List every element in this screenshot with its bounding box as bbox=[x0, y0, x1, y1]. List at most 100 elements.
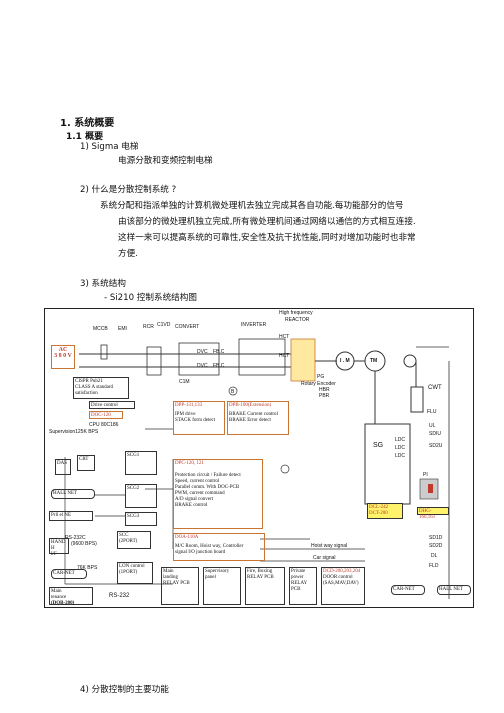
car-net-right-label: CAR-NET bbox=[393, 587, 415, 592]
cpu-label: CPU 80C186 bbox=[89, 422, 119, 428]
lon-label: LON control bbox=[119, 564, 145, 569]
dpp-label: DPP-131,133 bbox=[175, 403, 203, 408]
door-control-box: DCD-200,203,204 DOOR control (SAS,MAV,DA… bbox=[321, 567, 365, 605]
scc-box: SCC (2PORT) bbox=[117, 531, 151, 549]
stack-label: STACK form detect bbox=[175, 418, 216, 423]
scc-label: SCC bbox=[119, 533, 129, 538]
cispr-line-3: satisfaction bbox=[75, 391, 98, 396]
ldc-1-label: LDC bbox=[395, 437, 406, 443]
cispr-line-1: CISPR Pub21 bbox=[75, 379, 103, 384]
supervisory-line-1: Supervisory bbox=[205, 569, 230, 574]
drive-control-box: Drive control bbox=[89, 401, 135, 409]
ldc-3-label: LDC bbox=[395, 453, 406, 459]
door-type-label: (SAS,MAV,DAV) bbox=[323, 581, 359, 586]
scg3-box: SCG3 bbox=[125, 512, 157, 526]
maintenance-line-2: tenance bbox=[51, 595, 67, 600]
doc-label: DOC-120 bbox=[91, 413, 111, 418]
car-net-left-label: CAR-NET bbox=[53, 571, 75, 576]
rotary-encoder-label: Rotary Encoder bbox=[301, 381, 336, 387]
doa-box: DOA-110A M/C Room, Hoist way, Controller… bbox=[173, 533, 265, 561]
doa-line-1: M/C Room, Hoist way, Controller bbox=[175, 544, 244, 549]
sg-label: SG bbox=[373, 442, 384, 449]
brake-error-label: BRAKE Error detect bbox=[229, 418, 271, 423]
cispr-box: CISPR Pub21 CLASS A standard satisfactio… bbox=[73, 377, 129, 399]
rs232-label: RS-232 bbox=[109, 593, 130, 599]
dpc-function-6: BRAKE control bbox=[175, 503, 208, 508]
flu-label: FLU bbox=[427, 409, 437, 415]
c1m-label: C1M bbox=[179, 379, 190, 385]
hct-2-label: HCT bbox=[279, 353, 290, 359]
doc-box: DOC-120 bbox=[89, 411, 123, 419]
private-line-2: power bbox=[291, 575, 304, 580]
drive-control-label: Drive control bbox=[91, 403, 118, 408]
cwt-label: CWT bbox=[428, 385, 442, 391]
lon-port-label: (1PORT) bbox=[119, 570, 138, 575]
dpb-label: DPB-100(Extension) bbox=[229, 403, 272, 408]
dcd-label: DCD-200,203,204 bbox=[323, 569, 361, 574]
item-2-label: 2) 什么是分散控制系统 ? bbox=[80, 185, 177, 195]
hand-label: HAND H bbox=[51, 540, 66, 551]
brake-control-label: BRAKE Current control bbox=[229, 412, 278, 417]
doa-label: DOA-110A bbox=[175, 535, 199, 540]
cispr-line-2: CLASS A standard bbox=[75, 385, 114, 390]
car-signal-label: Car signal bbox=[313, 555, 336, 561]
dpb-box: DPB-100(Extension) BRAKE Current control… bbox=[227, 401, 289, 435]
mccb-label: MCCB bbox=[93, 326, 108, 332]
rcr-label: RCR bbox=[143, 324, 154, 330]
hall-net-right-label: HALL NET bbox=[439, 587, 464, 592]
item-1-text: 电源分散和变频控制电梯 bbox=[118, 156, 213, 166]
hall-net-right: HALL NET bbox=[437, 585, 471, 595]
supervisory-line-2: panel bbox=[205, 575, 216, 580]
item-2-line-3: 这样一来可以提高系统的可靠性,安全性及抗干扰性能,同时对增加功能时也非常 bbox=[118, 233, 416, 243]
item-2-line-2: 由该部分的微处理机独立完成,所有微处理机间通过网络以通信的方式相互连接. bbox=[118, 217, 416, 227]
scg3-label: SCG3 bbox=[127, 514, 140, 519]
car-net-left: CAR-NET bbox=[51, 569, 87, 579]
scg2-box: SCG2 bbox=[125, 484, 157, 508]
bps76-label: 76K BPS bbox=[77, 565, 98, 571]
item-2-line-1: 系统分配和指派单独的计算机微处理机去独立完成其各自功能.每功能部分的信号 bbox=[100, 201, 404, 211]
main-landing-line-3: RELAY PCB bbox=[163, 581, 190, 586]
voltage-label: 3 8 0 V bbox=[54, 353, 72, 359]
ul-label: UL bbox=[429, 423, 436, 429]
hbr-label: HBR bbox=[319, 387, 330, 393]
door-control-label: DOOR control bbox=[323, 575, 353, 580]
item-4-label: 4) 分散控制的主要功能 bbox=[80, 685, 169, 695]
dvc-2-label: DVC bbox=[197, 363, 208, 369]
das-box: DAS bbox=[55, 459, 71, 475]
private-power-relay: Private power RELAY PCB bbox=[289, 567, 317, 605]
item-2-line-4: 方便. bbox=[118, 249, 138, 259]
fld-label: FLD bbox=[429, 563, 439, 569]
inverter-label: INVERTER bbox=[241, 322, 267, 328]
pg-label: PG bbox=[317, 374, 325, 380]
section-title: 1. 系统概要 bbox=[60, 118, 115, 129]
crt-label: CRT bbox=[79, 457, 89, 462]
sd2u-label: SD2U bbox=[429, 443, 443, 449]
system-structure-diagram: MCCB EMI RCR C1VD CONVERT INVERTER High … bbox=[44, 308, 474, 608]
crt-box: CRT bbox=[77, 455, 95, 471]
dpc-box: DPC-120, 121 Protection circuit / Failur… bbox=[173, 459, 263, 529]
if-label: I/F bbox=[51, 552, 57, 557]
dct-label: DCT-200 bbox=[369, 511, 388, 516]
dpp-box: DPP-131,133 IPM drive STACK form detect bbox=[173, 401, 225, 435]
dl-label: DL bbox=[431, 553, 438, 559]
dpc-label: DPC-120, 121 bbox=[175, 461, 204, 466]
pi-label: PI bbox=[423, 472, 428, 478]
hall-indicator-label: DHG-160,161 bbox=[419, 509, 436, 520]
fire-boxing-relay: Fire, Boxing RELAY PCB bbox=[245, 567, 285, 605]
reactor-label: REACTOR bbox=[285, 317, 310, 323]
ldc-2-label: LDC bbox=[395, 445, 406, 451]
scg1-box: SCG1 bbox=[125, 451, 157, 475]
parallel-net: Prll el NE bbox=[49, 511, 93, 521]
supervision-label: Supervision125K BPS bbox=[49, 429, 99, 435]
main-landing-line-2: landing bbox=[163, 575, 178, 580]
dpc-function-1: Protection circuit / Failure detect bbox=[175, 473, 241, 478]
sdiu-label: SDIU bbox=[429, 431, 441, 437]
fire-line-2: RELAY PCB bbox=[247, 575, 274, 580]
high-frequency-label: High frequency bbox=[279, 310, 313, 316]
im-label: I . M bbox=[340, 358, 350, 364]
fire-line-1: Fire, Boxing bbox=[247, 569, 273, 574]
ipm-label: IPM drive bbox=[175, 412, 196, 417]
section-subtitle: 1.1 概要 bbox=[66, 132, 104, 142]
emi-label: EMI bbox=[118, 326, 127, 332]
fbc-1-label: FB.C bbox=[213, 349, 225, 355]
